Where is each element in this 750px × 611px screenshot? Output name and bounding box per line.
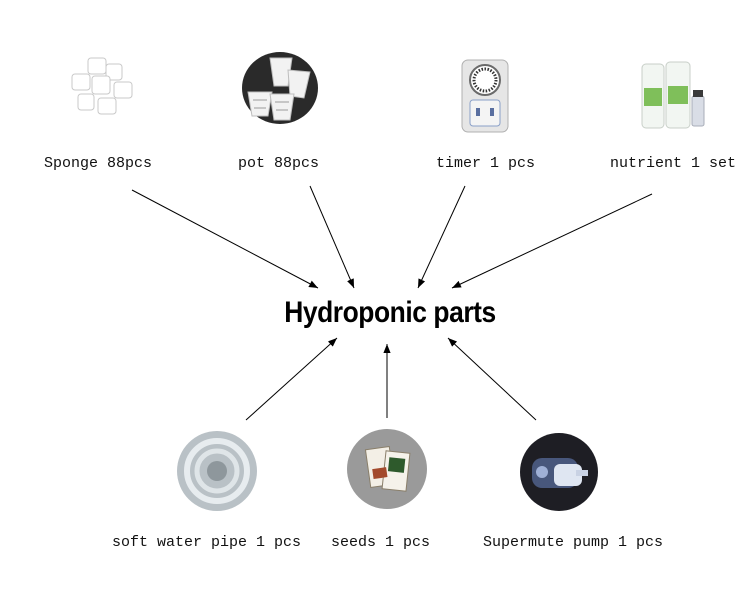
arrow-pot [309,185,355,289]
net-pot-icon [242,52,318,124]
arrow-pump [447,337,537,421]
part-label-pot: pot 88pcs [238,155,320,172]
plug-timer-icon [461,59,509,133]
part-label-seeds: seeds 1 pcs [331,534,431,551]
arrow-nutrient [451,193,653,289]
diagram-title: Hydroponic parts [284,296,496,329]
arrow-pipe [245,337,338,421]
part-label-nutrient: nutrient 1 set [610,155,737,172]
arrow-timer [417,185,466,289]
sponge-cubes-icon [71,57,133,115]
part-label-pump: Supermute pump 1 pcs [483,534,664,551]
seed-packets-icon [347,429,427,509]
part-label-sponge: Sponge 88pcs [44,155,153,172]
part-label-pipe: soft water pipe 1 pcs [112,534,302,551]
arrow-sponge [131,189,319,289]
water-pipe-icon [177,431,257,511]
nutrient-bottles-icon [641,61,705,129]
part-label-timer: timer 1 pcs [436,155,536,172]
water-pump-icon [520,433,598,511]
